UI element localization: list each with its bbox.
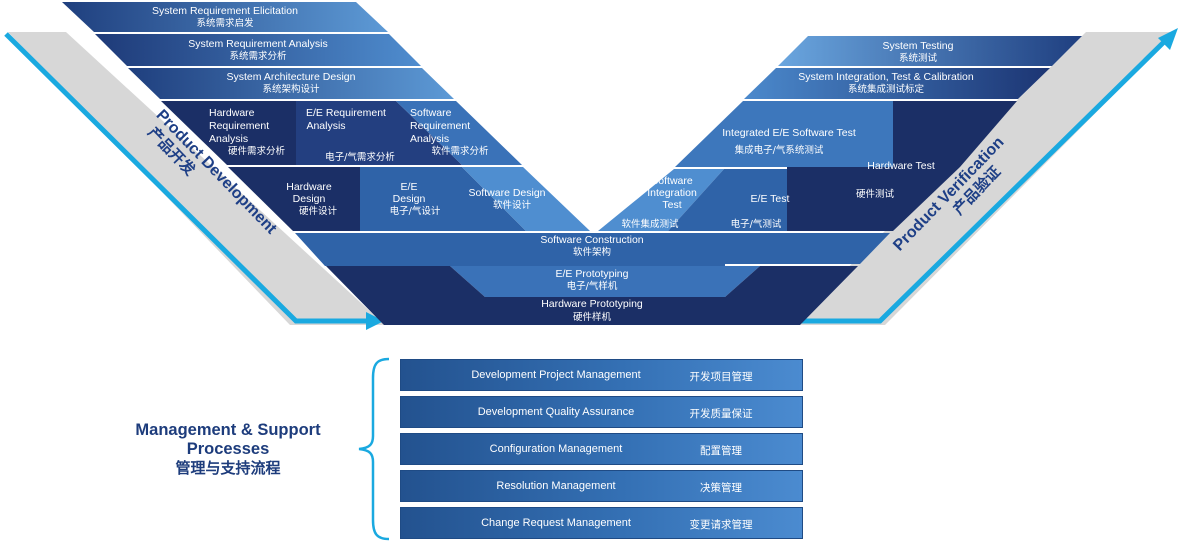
label-sad-cn: 系统架构设计 xyxy=(262,83,320,95)
mgmt-item-quality-assurance: Development Quality Assurance 开发质量保证 xyxy=(400,396,803,428)
label-swd-en: Software Design xyxy=(468,187,545,199)
right-side-band xyxy=(790,32,1176,325)
label-swit-en2: Integration xyxy=(647,187,697,199)
band-hardware-test-lower xyxy=(787,167,960,231)
label-hwra-en1: Hardware xyxy=(209,107,255,119)
band-ee-test xyxy=(668,169,787,231)
label-eed-en2: Design xyxy=(393,193,426,205)
band-hardware-prototyping xyxy=(326,266,858,325)
left-side-band xyxy=(8,32,385,325)
mgmt-item-en: Resolution Management xyxy=(496,480,616,492)
label-hwd-cn: 硬件设计 xyxy=(299,205,338,217)
label-sitc-cn: 系统集成测试标定 xyxy=(848,83,925,95)
band-ee-design xyxy=(360,167,526,231)
mgmt-item-cn: 决策管理 xyxy=(700,482,742,494)
label-sre-en: System Requirement Elicitation xyxy=(152,5,298,17)
left-arrow-line xyxy=(4,32,370,324)
label-sra-en: System Requirement Analysis xyxy=(188,38,327,50)
label-sra-cn: 系统需求分析 xyxy=(229,50,287,62)
band-system-requirement-analysis xyxy=(95,34,421,66)
band-system-requirement-elicitation xyxy=(62,2,388,32)
band-ee-prototyping-inner xyxy=(450,266,760,297)
label-hwt-cn: 硬件测试 xyxy=(856,188,895,200)
label-swc-cn: 软件架构 xyxy=(573,246,611,258)
label-eed-cn: 电子/气设计 xyxy=(390,205,441,217)
band-hardware-design xyxy=(228,167,360,231)
mgmt-item-cn: 开发质量保证 xyxy=(689,408,753,420)
band-software-requirement-analysis xyxy=(396,101,522,165)
band-system-integration xyxy=(744,68,1050,99)
label-swra-en2: Requirement xyxy=(410,120,470,132)
label-ieest-en: Integrated E/E Software Test xyxy=(722,127,856,139)
mgmt-item-cn: 开发项目管理 xyxy=(689,371,753,383)
label-hwra-en2: Requirement xyxy=(209,120,269,132)
v-model-diagram: System Requirement Elicitation 系统需求启发 Sy… xyxy=(4,2,1178,330)
band-ee-prototyping xyxy=(295,233,890,266)
mgmt-item-cn: 配置管理 xyxy=(700,445,742,457)
right-arrow-head xyxy=(1158,28,1178,50)
label-st-cn: 系统测试 xyxy=(899,52,938,64)
label-hwp-en: Hardware Prototyping xyxy=(541,298,643,310)
management-title-cn: 管理与支持流程 xyxy=(175,459,281,477)
mgmt-item-resolution-management: Resolution Management 决策管理 xyxy=(400,470,803,502)
mgmt-item-en: Development Project Management xyxy=(471,369,641,381)
label-sad-en: System Architecture Design xyxy=(227,71,356,83)
label-eet-en: E/E Test xyxy=(751,193,790,205)
label-sre-cn: 系统需求启发 xyxy=(196,17,254,29)
label-swc-en: Software Construction xyxy=(540,234,643,246)
band-ee-requirement-analysis xyxy=(296,101,462,165)
label-swra-en3: Analysis xyxy=(410,133,449,145)
mgmt-item-en: Development Quality Assurance xyxy=(477,406,635,418)
mgmt-item-en: Change Request Management xyxy=(481,517,631,529)
mgmt-item-cn: 变更请求管理 xyxy=(689,519,753,531)
label-eera-en2: Analysis xyxy=(306,120,345,132)
band-hardware-test xyxy=(893,101,1017,167)
label-hwra-cn: 硬件需求分析 xyxy=(228,145,286,157)
band-software-design xyxy=(462,167,590,231)
mgmt-item-en: Configuration Management xyxy=(489,443,623,455)
mgmt-item-project-management: Development Project Management 开发项目管理 xyxy=(400,359,803,391)
label-swra-en1: Software xyxy=(410,107,452,119)
label-hwra-en3: Analysis xyxy=(209,133,248,145)
label-eera-en1: E/E Requirement xyxy=(306,107,386,119)
label-eep-cn: 电子/气样机 xyxy=(567,280,618,292)
right-arrow-line xyxy=(790,36,1170,324)
label-swit-cn: 软件集成测试 xyxy=(621,218,679,230)
label-hwd-en1: Hardware xyxy=(286,181,332,193)
mgmt-item-change-request-management: Change Request Management 变更请求管理 xyxy=(400,507,803,539)
curly-brace xyxy=(358,357,390,541)
label-hwd-en2: Design xyxy=(293,193,326,205)
label-hwt-en: Hardware Test xyxy=(867,160,935,172)
label-swd-cn: 软件设计 xyxy=(493,199,532,211)
band-system-testing xyxy=(778,36,1082,66)
management-title-line1: Management & Support xyxy=(135,421,321,439)
management-title-line2: Processes xyxy=(186,440,270,458)
label-st-en: System Testing xyxy=(882,40,953,52)
label-eep-en: E/E Prototyping xyxy=(556,268,629,280)
label-eet-cn: 电子/气测试 xyxy=(731,218,782,230)
band-system-architecture-design xyxy=(128,68,454,99)
mgmt-item-configuration-management: Configuration Management 配置管理 xyxy=(400,433,803,465)
band-hardware-requirement-analysis xyxy=(161,101,296,165)
band-software-integration-test xyxy=(598,169,724,231)
label-sitc-en: System Integration, Test & Calibration xyxy=(798,71,974,83)
management-title: Management & Support Processes 管理与支持流程 xyxy=(122,421,334,478)
label-swit-en1: Software xyxy=(651,175,693,187)
label-hwp-cn: 硬件样机 xyxy=(573,311,612,323)
label-eed-en1: E/E xyxy=(401,181,418,193)
label-swit-en3: Test xyxy=(662,199,681,211)
left-arrow-head xyxy=(366,312,384,330)
label-ieest-cn: 集成电子/气系统测试 xyxy=(735,144,824,156)
label-swra-cn: 软件需求分析 xyxy=(431,145,489,157)
band-integrated-ee-software-test xyxy=(675,101,893,167)
label-eera-cn: 电子/气需求分析 xyxy=(325,151,395,163)
